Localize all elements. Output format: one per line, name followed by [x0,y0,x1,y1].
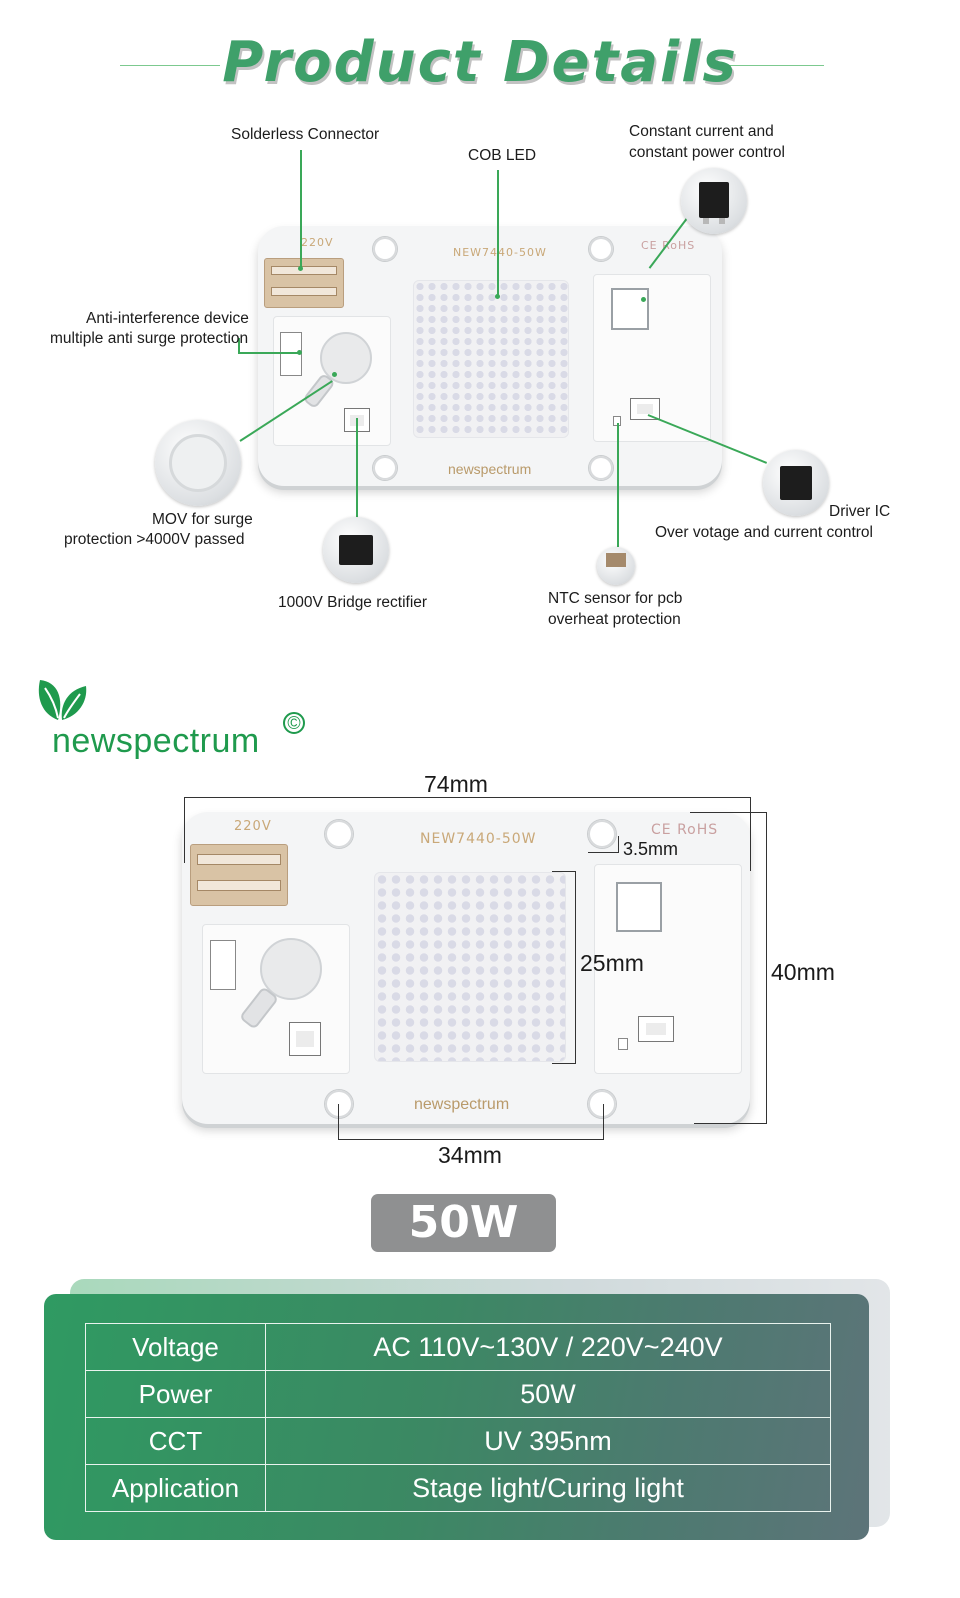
dim-hole-h [588,852,618,853]
wattage-badge: 50W [371,1194,556,1252]
callout-line-solderless [300,150,302,268]
dim-span-line [338,1139,604,1140]
callout-driver-line2: Over votage and current control [655,524,873,541]
callout-line-bridge [356,418,358,518]
mount-hole [589,237,613,261]
dim-width-line [184,797,750,798]
cert-mark: CE RoHS [651,822,719,838]
dim-width-label: 74mm [424,771,488,797]
callout-bridge-rectifier: 1000V Bridge rectifier [278,594,428,611]
callout-line-anti-v [238,338,240,353]
callout-dot [298,266,303,271]
dim-led-height-label: 25mm [580,950,644,976]
driver-ic-zoom [763,450,829,516]
spec-value: 50W [265,1370,831,1418]
driver-ic [638,1016,674,1042]
dim-hole-v [618,836,619,853]
callout-line-ntc [617,423,619,547]
constant-current-ic [616,882,662,932]
dim-led-v [575,871,576,1063]
mov-disc [320,332,372,384]
spec-value: AC 110V~130V / 220V~240V [265,1323,831,1371]
dim-height-bottom [694,1123,767,1124]
constant-current-ic [611,288,649,330]
board-logo: newspectrum [414,1096,510,1113]
driver-ic [630,398,660,420]
spec-row-power: Power 50W [85,1370,831,1418]
leaf-logo-icon [38,680,87,720]
spec-row-cct: CCT UV 395nm [85,1417,831,1465]
ntc-zoom [597,547,635,585]
title-rule-left [120,65,220,66]
page-title: Product Details [222,30,738,95]
board-logo: newspectrum [448,461,532,477]
callout-mov-line2: protection >4000V passed [64,531,245,548]
callout-dot [332,372,337,377]
callout-ntc-line1: NTC sensor for pcb [548,590,683,607]
callout-dot [297,350,302,355]
callout-dot [495,294,500,299]
mov-disc [260,938,322,1000]
brand-copyright: © [283,712,305,734]
dim-led-top [552,871,576,872]
spec-key: Power [85,1370,266,1418]
mount-hole [589,456,613,480]
spec-value: Stage light/Curing light [265,1464,831,1512]
voltage-mark: 220V [301,236,334,249]
bridge-rectifier-zoom [323,517,389,583]
spec-key: Voltage [85,1323,266,1371]
spec-table: Voltage AC 110V~130V / 220V~240V Power 5… [85,1323,831,1512]
spec-key: CCT [85,1417,266,1465]
spec-value: UV 395nm [265,1417,831,1465]
dim-height-label: 40mm [771,959,835,985]
dim-height-top [690,812,767,813]
callout-mov-line1: MOV for surge [152,511,253,528]
mount-hole [588,1090,616,1118]
voltage-mark: 220V [234,819,272,834]
cob-led-array [374,872,566,1062]
callout-dot [641,297,646,302]
spec-row-voltage: Voltage AC 110V~130V / 220V~240V [85,1323,831,1371]
callout-constant-line1: Constant current and [629,123,774,140]
spec-key: Application [85,1464,266,1512]
model-mark: NEW7440-50W [420,831,537,847]
dim-hole-offset-label: 3.5mm [623,839,679,859]
dim-led-bottom [552,1063,576,1064]
dim-hole-span-label: 34mm [438,1142,502,1168]
callout-constant-line2: constant power control [629,144,785,161]
mov-zoom [155,420,241,506]
dim-width-tick-right [750,797,751,871]
callout-solderless-connector: Solderless Connector [231,126,380,143]
mount-hole [325,1090,353,1118]
dim-span-left [338,1104,339,1140]
model-mark: NEW7440-50W [453,246,547,259]
cob-led-array [413,280,569,438]
title-rule-right [726,65,824,66]
mount-hole [588,820,616,848]
dim-height-v [766,812,767,1124]
constant-current-zoom [681,168,747,234]
spec-row-application: Application Stage light/Curing light [85,1464,831,1512]
callout-line-cob [497,170,499,296]
callout-anti-line2: multiple anti surge protection [50,330,249,347]
dim-span-right [603,1104,604,1140]
solderless-connector [264,258,344,308]
mount-hole [325,820,353,848]
solderless-connector [190,844,288,906]
pcb-board-dimensioned: 220V NEW7440-50W CE RoHS newspectrum [182,812,750,1124]
callout-anti-line1: Anti-interference device [86,310,249,327]
mount-hole [373,237,397,261]
bridge-rectifier [289,1022,321,1056]
pcb-board-annotated: 220V NEW7440-50W CE RoHS newspectrum [258,226,722,486]
mount-hole [373,456,397,480]
callout-cob-led: COB LED [468,147,537,164]
anti-interference-device [210,940,236,990]
callout-driver-line1: Driver IC [829,503,891,520]
callout-line-anti-h [238,352,300,354]
dim-width-tick-left [184,797,185,863]
callout-ntc-line2: overheat protection [548,611,681,628]
brand-name: newspectrum [52,722,260,760]
ntc-sensor [618,1038,628,1050]
